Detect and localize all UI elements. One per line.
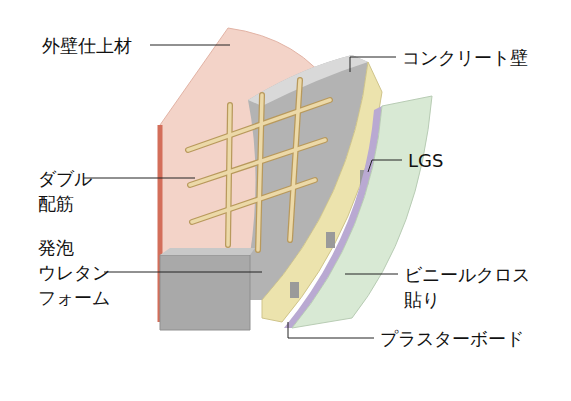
callout-label: ダブル 配筋	[38, 166, 99, 216]
callout-label: 外壁仕上材	[42, 33, 132, 58]
leader-lines	[84, 45, 402, 338]
callout-label: 発泡 ウレタン フォーム	[38, 235, 117, 310]
rebar	[188, 80, 330, 250]
rebar-highlight	[188, 80, 330, 250]
callout-label: LGS	[408, 148, 443, 173]
callout-label: プラスターボード	[380, 326, 524, 351]
concrete-front	[160, 255, 250, 330]
concrete-front-top	[160, 248, 255, 255]
callout-label: コンクリート壁	[402, 45, 528, 70]
callout-label: ビニールクロス 貼り	[404, 262, 537, 312]
